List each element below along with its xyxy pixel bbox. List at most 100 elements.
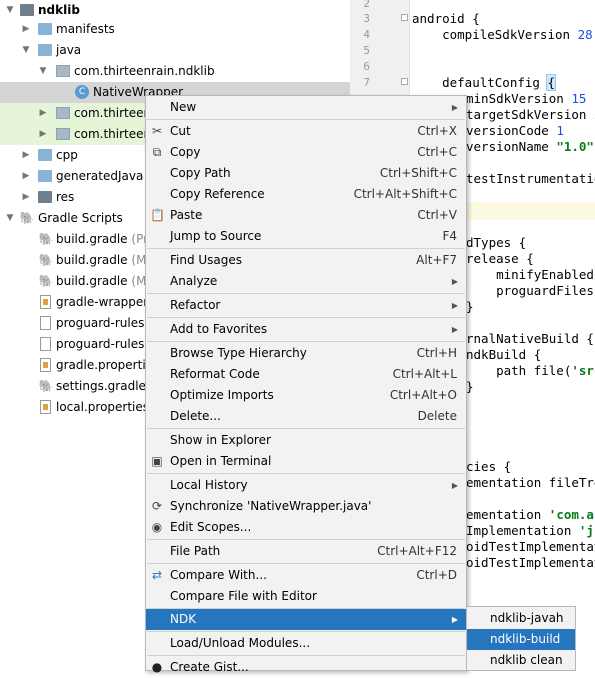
properties-file-icon bbox=[40, 295, 51, 309]
fold-icon[interactable] bbox=[401, 14, 408, 21]
tree-item-gradle-scripts[interactable]: ▼ 🐘 Gradle Scripts bbox=[0, 208, 350, 229]
chevron-down-icon[interactable]: ▼ bbox=[22, 45, 30, 55]
tree-item-build-gradle-module[interactable]: 🐘 build.gradle (Mo bbox=[38, 253, 154, 267]
code-line: defaultConfig { bbox=[412, 74, 556, 91]
menu-separator bbox=[147, 428, 465, 429]
line-number: 4 bbox=[363, 28, 370, 41]
menu-item-new[interactable]: New▶ bbox=[146, 97, 466, 118]
text-file-icon bbox=[40, 316, 51, 330]
tree-item-manifests[interactable]: ▶ manifests bbox=[0, 19, 350, 40]
menu-item-compare-file-with-editor[interactable]: Compare File with Editor bbox=[170, 589, 317, 603]
package-icon bbox=[56, 128, 70, 140]
menu-separator bbox=[147, 317, 465, 318]
chevron-right-icon[interactable]: ▶ bbox=[22, 24, 30, 34]
scope-icon: ◉ bbox=[151, 520, 163, 534]
tree-item-build-gradle-module[interactable]: 🐘 build.gradle (Mo bbox=[38, 274, 154, 288]
chevron-right-icon[interactable]: ▶ bbox=[22, 171, 30, 181]
menu-separator bbox=[147, 655, 465, 656]
code-line: versionCode 1 bbox=[466, 123, 564, 138]
chevron-down-icon[interactable]: ▼ bbox=[6, 213, 14, 223]
menu-separator bbox=[147, 608, 465, 609]
code-line: } bbox=[466, 379, 474, 394]
code-line: proguardFiles g bbox=[466, 283, 595, 298]
properties-file-icon bbox=[40, 358, 51, 372]
menu-item-ndk[interactable]: NDK▶ bbox=[146, 609, 466, 630]
code-line: android { bbox=[412, 11, 480, 26]
menu-item-create-gist[interactable]: ●Create Gist... bbox=[151, 660, 249, 674]
menu-item-show-in-explorer[interactable]: Show in Explorer bbox=[170, 433, 271, 447]
tree-item-java[interactable]: ▼ java bbox=[0, 40, 350, 61]
tree-item-cpp[interactable]: ▶ cpp bbox=[0, 145, 350, 166]
github-icon: ● bbox=[151, 660, 163, 674]
tree-item-proguard-rules[interactable]: proguard-rules.p bbox=[0, 334, 350, 355]
menu-separator bbox=[147, 539, 465, 540]
menu-separator bbox=[147, 563, 465, 564]
menu-separator bbox=[147, 293, 465, 294]
sync-icon: ⟳ bbox=[151, 499, 163, 513]
line-number: 2 bbox=[363, 0, 370, 10]
scissors-icon: ✂ bbox=[151, 124, 163, 138]
tree-item-gradle-wrapper[interactable]: gradle-wrapper.p bbox=[0, 292, 350, 313]
chevron-right-icon[interactable]: ▶ bbox=[39, 108, 47, 118]
menu-item-delete[interactable]: Delete...Delete bbox=[170, 409, 457, 423]
submenu-item-ndklib-clean[interactable]: ndklib clean bbox=[490, 653, 563, 667]
folder-icon bbox=[38, 44, 52, 56]
menu-item-refactor[interactable]: Refactor▶ bbox=[146, 295, 466, 316]
tree-item-proguard-rules[interactable]: proguard-rules.p bbox=[0, 313, 350, 334]
chevron-right-icon[interactable]: ▶ bbox=[39, 129, 47, 139]
menu-item-edit-scopes[interactable]: ◉Edit Scopes... bbox=[151, 520, 252, 534]
submenu-arrow-icon: ▶ bbox=[451, 615, 458, 624]
copy-icon: ⧉ bbox=[152, 145, 162, 159]
tree-item-gradle-properties[interactable]: gradle.properties bbox=[0, 355, 350, 376]
chevron-right-icon[interactable]: ▶ bbox=[22, 192, 30, 202]
package-icon bbox=[56, 107, 70, 119]
code-line: ementation 'com.and bbox=[466, 507, 595, 522]
folder-icon bbox=[38, 23, 52, 35]
code-line: ementation fileTree bbox=[466, 475, 595, 490]
submenu-item-ndklib-build[interactable]: ndklib-build bbox=[467, 629, 575, 650]
menu-item-add-to-favorites[interactable]: Add to Favorites▶ bbox=[146, 319, 466, 340]
terminal-icon: ▣ bbox=[151, 454, 163, 468]
gradle-icon: 🐘 bbox=[38, 379, 54, 393]
menu-separator bbox=[147, 473, 465, 474]
chevron-down-icon[interactable]: ▼ bbox=[39, 66, 47, 76]
code-line: release { bbox=[466, 251, 534, 266]
gradle-icon: 🐘 bbox=[19, 211, 35, 225]
tree-item-package[interactable]: ▼ com.thirteenrain.ndklib bbox=[0, 61, 350, 82]
tree-item-ndklib[interactable]: ▼ ndklib bbox=[0, 0, 350, 21]
gradle-icon: 🐘 bbox=[38, 253, 54, 267]
code-line: cies { bbox=[466, 459, 512, 474]
fold-icon[interactable] bbox=[401, 78, 408, 85]
code-line: } bbox=[466, 299, 474, 314]
chevron-down-icon[interactable]: ▼ bbox=[6, 5, 14, 15]
menu-item-analyze[interactable]: Analyze▶ bbox=[146, 271, 466, 292]
submenu-arrow-icon: ▶ bbox=[451, 481, 458, 490]
menu-item-local-history[interactable]: Local History▶ bbox=[146, 475, 466, 496]
menu-item-synchronize[interactable]: ⟳Synchronize 'NativeWrapper.java' bbox=[151, 499, 372, 513]
code-line: testInstrumentation bbox=[466, 171, 595, 186]
code-line: compileSdkVersion 28 bbox=[412, 27, 593, 42]
code-line: oidTestImplementati bbox=[466, 555, 595, 570]
submenu-item-ndklib-javah[interactable]: ndklib-javah bbox=[490, 611, 564, 625]
tree-item-res[interactable]: ▶ res bbox=[0, 187, 350, 208]
menu-item-load-unload-modules[interactable]: Load/Unload Modules... bbox=[170, 636, 311, 650]
submenu-arrow-icon: ▶ bbox=[451, 277, 458, 286]
chevron-right-icon[interactable]: ▶ bbox=[22, 150, 30, 160]
resources-folder-icon bbox=[38, 191, 52, 203]
module-folder-icon bbox=[20, 4, 34, 16]
tree-item-generatedjava[interactable]: ▶ generatedJava bbox=[0, 166, 350, 187]
menu-item-open-in-terminal[interactable]: ▣Open in Terminal bbox=[151, 454, 272, 468]
menu-item-compare-with[interactable]: ⇄Compare With...Ctrl+D bbox=[151, 568, 457, 582]
code-line: Implementation 'jun bbox=[466, 523, 595, 538]
